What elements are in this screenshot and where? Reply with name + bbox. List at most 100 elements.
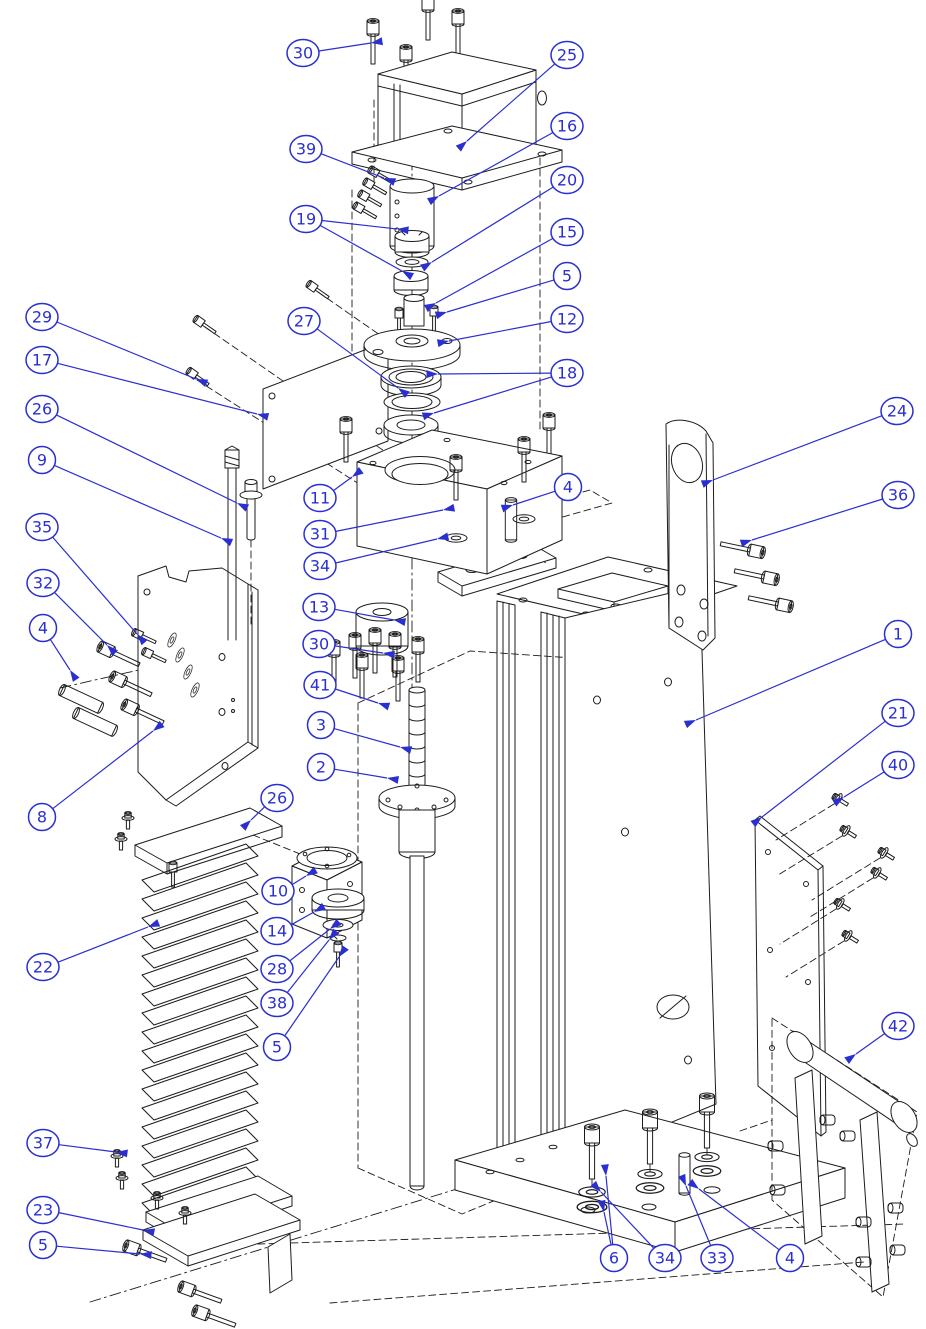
svg-text:18: 18 bbox=[557, 364, 577, 383]
balloon-40: 40 bbox=[881, 750, 915, 780]
bracket-screw bbox=[718, 537, 767, 560]
set-screw bbox=[366, 164, 394, 186]
balloon-13: 13 bbox=[302, 592, 336, 622]
set-screw bbox=[361, 176, 389, 198]
balloon-30: 30 bbox=[286, 38, 320, 68]
svg-text:14: 14 bbox=[267, 922, 287, 941]
balloon-34: 34 bbox=[303, 551, 337, 581]
balloon-10: 10 bbox=[261, 876, 295, 906]
leader-line-2 bbox=[334, 768, 400, 784]
balloon-18: 18 bbox=[550, 358, 584, 388]
leader-line-4 bbox=[500, 490, 556, 513]
leader-line-26 bbox=[239, 806, 266, 831]
svg-text:15: 15 bbox=[557, 223, 577, 242]
bellows-screw bbox=[121, 811, 135, 830]
balloon-29: 29 bbox=[25, 302, 59, 332]
svg-text:12: 12 bbox=[557, 310, 577, 329]
svg-text:17: 17 bbox=[32, 351, 52, 370]
standoff bbox=[70, 706, 120, 738]
svg-text:41: 41 bbox=[310, 676, 330, 695]
dowel-pin bbox=[678, 1152, 691, 1196]
balloon-3: 3 bbox=[306, 710, 336, 740]
housing-screw bbox=[542, 412, 556, 459]
svg-text:28: 28 bbox=[267, 960, 287, 979]
bearing-housing-block bbox=[355, 429, 563, 656]
svg-text:11: 11 bbox=[310, 489, 330, 508]
svg-text:25: 25 bbox=[557, 46, 577, 65]
bracket-screw bbox=[746, 591, 795, 614]
balloon-8: 8 bbox=[27, 802, 57, 832]
balloon-27: 27 bbox=[287, 306, 321, 336]
balloon-21: 21 bbox=[881, 698, 915, 728]
svg-text:5: 5 bbox=[562, 267, 572, 286]
svg-text:30: 30 bbox=[309, 635, 329, 654]
carriage-plate bbox=[56, 565, 259, 807]
balloon-16: 16 bbox=[550, 111, 584, 141]
svg-text:5: 5 bbox=[38, 1236, 48, 1255]
ball-screw-assembly bbox=[327, 627, 456, 1191]
rear-cover-plate bbox=[754, 789, 898, 1137]
balloon-20: 20 bbox=[550, 165, 584, 195]
leader-line-15 bbox=[423, 237, 554, 313]
leader-line-8 bbox=[52, 720, 165, 810]
balloon-41: 41 bbox=[303, 670, 337, 700]
bearing-flange bbox=[363, 328, 461, 371]
svg-text:21: 21 bbox=[888, 704, 908, 723]
svg-text:4: 4 bbox=[563, 478, 573, 497]
leader-line-23 bbox=[58, 1212, 156, 1237]
motor-screw bbox=[366, 18, 380, 65]
set-screw bbox=[356, 188, 384, 210]
leader-line-42 bbox=[844, 1033, 886, 1064]
leader-line-36 bbox=[739, 498, 883, 548]
svg-text:1: 1 bbox=[893, 625, 903, 644]
balloon-4: 4 bbox=[553, 472, 583, 502]
leader-line-5 bbox=[434, 279, 555, 320]
leader-line-4 bbox=[687, 1178, 780, 1251]
leader-line-34 bbox=[335, 532, 450, 564]
balloon-5: 5 bbox=[262, 1032, 292, 1062]
leader-line-33 bbox=[677, 1173, 712, 1246]
leader-line-11 bbox=[333, 466, 364, 492]
leader-line-39 bbox=[320, 153, 397, 186]
lifting-bracket bbox=[665, 419, 795, 651]
set-screw bbox=[351, 200, 379, 222]
balloon-30: 30 bbox=[302, 629, 336, 659]
flange-screw bbox=[115, 1171, 129, 1190]
balloon-4: 4 bbox=[28, 613, 58, 643]
balloon-34: 34 bbox=[648, 1243, 682, 1273]
leader-line-20 bbox=[420, 186, 554, 272]
svg-text:24: 24 bbox=[887, 402, 907, 421]
bellows bbox=[114, 807, 293, 1243]
balloon-17: 17 bbox=[25, 345, 59, 375]
base-plate bbox=[454, 1092, 846, 1253]
shaft-step bbox=[403, 294, 425, 327]
lock-washer-small bbox=[329, 934, 347, 942]
balloon-32: 32 bbox=[26, 568, 60, 598]
leader-line-12 bbox=[436, 320, 552, 348]
svg-text:16: 16 bbox=[557, 117, 577, 136]
balloon-28: 28 bbox=[260, 954, 294, 984]
svg-text:2: 2 bbox=[316, 758, 326, 777]
shoulder-screw bbox=[239, 479, 263, 541]
leader-line-32 bbox=[54, 591, 118, 656]
leader-line-35 bbox=[52, 536, 148, 646]
flat-screw bbox=[304, 279, 332, 302]
nut-mount-block bbox=[291, 846, 365, 968]
svg-text:32: 32 bbox=[33, 574, 53, 593]
balloon-26: 26 bbox=[260, 783, 294, 813]
leader-line-3 bbox=[333, 728, 413, 754]
flat-screw bbox=[184, 366, 212, 389]
leader-line-4 bbox=[49, 639, 80, 682]
ballnut-flange bbox=[378, 783, 456, 859]
bracket-screw bbox=[732, 564, 781, 587]
balloon-35: 35 bbox=[25, 512, 59, 542]
leader-line-27 bbox=[316, 328, 410, 399]
svg-text:23: 23 bbox=[33, 1201, 53, 1220]
leader-line-38 bbox=[286, 928, 340, 993]
svg-text:31: 31 bbox=[310, 525, 330, 544]
leader-line-10 bbox=[291, 866, 318, 886]
svg-text:40: 40 bbox=[888, 756, 908, 775]
leader-line-25 bbox=[455, 63, 556, 152]
